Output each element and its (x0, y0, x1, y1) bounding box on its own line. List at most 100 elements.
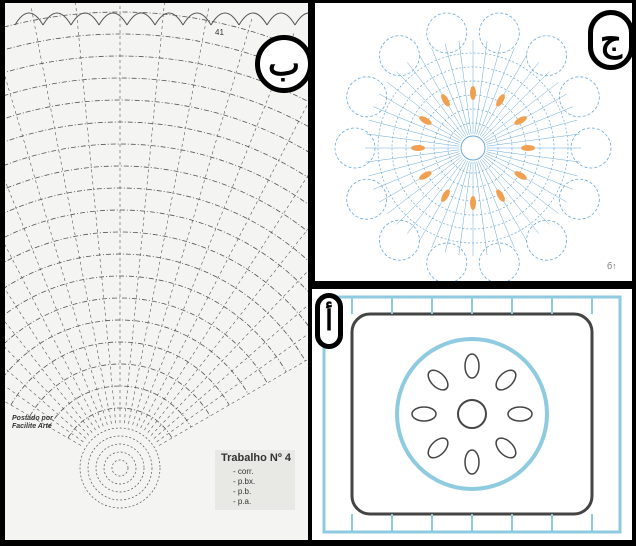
fan-spoke (5, 99, 92, 433)
fan-round (5, 166, 308, 317)
outer-frame (352, 314, 592, 514)
fan-round (5, 276, 286, 372)
outer-petal (479, 13, 519, 53)
fan-round (5, 188, 308, 328)
edge-scallop (295, 13, 308, 25)
fan-spoke (157, 195, 308, 442)
fan-spoke (159, 233, 308, 446)
fan-round (5, 298, 267, 383)
shell-fan (493, 367, 520, 394)
orange-puff (470, 196, 476, 210)
fan-spoke (5, 17, 107, 425)
corner-mark: б↑ (607, 261, 617, 271)
fan-spoke (5, 233, 81, 446)
outer-petal (559, 77, 599, 117)
edge-scallop (183, 13, 211, 25)
fan-spoke (148, 99, 308, 433)
shell-fan (493, 435, 520, 462)
fan-spoke (133, 17, 253, 425)
doily-chart-drawing (315, 3, 632, 281)
shell-fan (508, 407, 532, 421)
outer-petal (347, 77, 387, 117)
fan-spoke (5, 128, 89, 436)
center-ring (458, 400, 486, 428)
shell-fan (412, 407, 436, 421)
shell-fan (425, 367, 452, 394)
doily-spoke (366, 134, 459, 146)
outer-petal (559, 179, 599, 219)
fan-spoke (5, 160, 86, 438)
doily-spoke (397, 72, 463, 138)
outer-petal (527, 220, 567, 260)
doily-spoke (459, 162, 471, 255)
posted-by-caption: Postado por Facilite Arte (12, 415, 72, 431)
outer-petal (479, 243, 519, 281)
fan-spoke (141, 50, 308, 428)
legend-item-chain: - corr. (233, 467, 253, 476)
doily-spoke (487, 150, 580, 162)
base-round (80, 428, 160, 508)
square-chart-drawing (312, 289, 632, 540)
doily-spoke (387, 82, 462, 139)
square-motif-chart (312, 289, 632, 540)
doily-spoke (482, 62, 539, 137)
label-badge-a: أ (315, 293, 343, 349)
base-round (112, 460, 128, 476)
fan-spoke (5, 73, 96, 431)
doily-spoke (484, 82, 559, 139)
fan-spoke (144, 73, 308, 431)
base-round (96, 444, 144, 492)
fan-round (5, 232, 308, 350)
shell-fan (425, 435, 452, 462)
outer-petal (427, 13, 467, 53)
edge-scallop (15, 13, 43, 25)
outer-petal (347, 179, 387, 219)
edge-scallop (99, 13, 127, 25)
doily-spoke (397, 158, 463, 224)
fan-spoke (137, 32, 295, 427)
stitch-legend: Trabalho Nº 4 - corr. - p.bx. - p.b. - p… (215, 450, 295, 510)
shell-fan (465, 354, 479, 378)
legend-item-single: - p.b. (233, 487, 251, 496)
doily-spoke (407, 159, 464, 234)
doily-spoke (483, 158, 549, 224)
shell-fan (465, 450, 479, 474)
label-badge-b: ب (255, 35, 313, 93)
legend-item-double: - p.a. (233, 497, 251, 506)
doily-spoke (459, 41, 471, 134)
edge-scallop (267, 13, 295, 25)
fan-spoke (154, 160, 308, 438)
doily-spoke (482, 159, 539, 234)
fan-round (5, 122, 308, 295)
doily-spoke (484, 157, 559, 214)
doily-spoke (475, 162, 487, 255)
posted-by-line: Postado por (12, 415, 72, 423)
doily-spoke (475, 41, 487, 134)
posted-by-author: Facilite Arte (12, 423, 72, 431)
edge-scallop (211, 13, 239, 25)
doily-spoke (483, 72, 549, 138)
legend-title: Trabalho Nº 4 (221, 452, 291, 464)
doily-spoke (366, 150, 459, 162)
mesh-border (324, 297, 620, 532)
orange-puff (470, 86, 476, 100)
base-round (104, 452, 136, 484)
edge-scallop (127, 13, 155, 25)
edge-scallop (155, 13, 183, 25)
legend-item-slip: - p.bx. (233, 477, 255, 486)
fan-spoke (5, 50, 99, 428)
fan-spoke (124, 3, 164, 423)
fan-round (5, 320, 248, 394)
edge-scallop (239, 13, 267, 25)
doily-spoke (387, 157, 462, 214)
round-doily-chart (315, 3, 632, 281)
fan-round (5, 78, 308, 273)
blue-ring (397, 339, 547, 489)
edge-scallop (71, 13, 99, 25)
fan-round (5, 254, 305, 361)
fan-spoke (31, 6, 111, 423)
fan-spoke (129, 6, 209, 423)
doily-spoke (407, 62, 464, 137)
fan-spoke (151, 128, 308, 436)
doily-spoke (487, 134, 580, 146)
